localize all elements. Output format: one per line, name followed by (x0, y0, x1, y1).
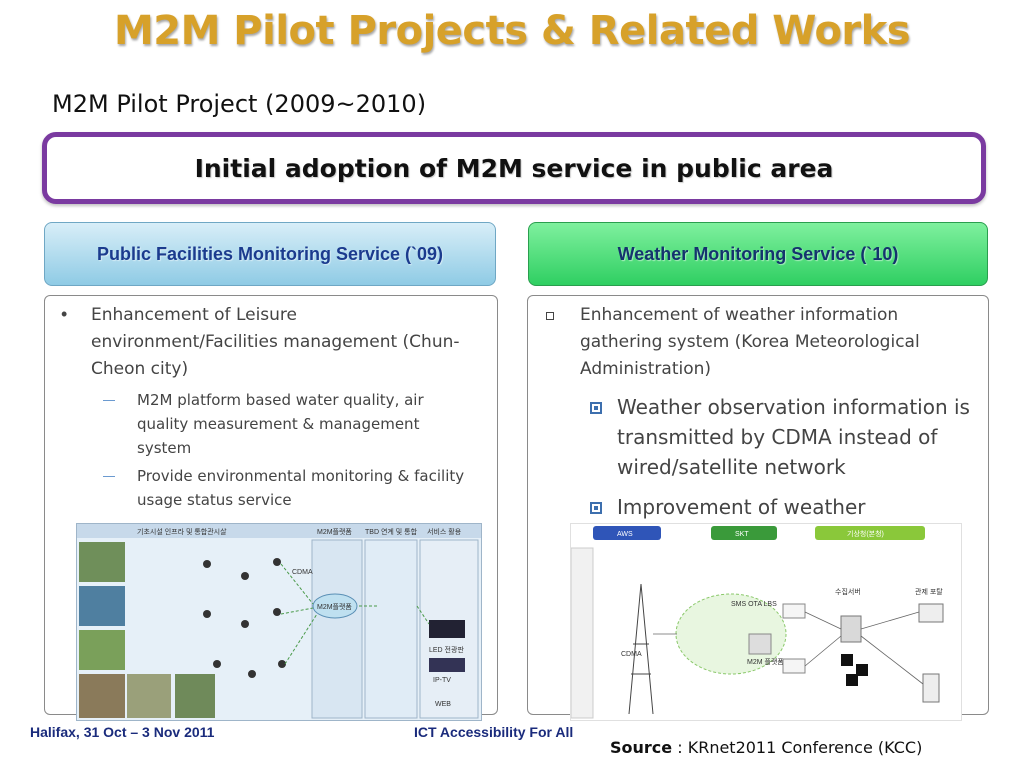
slide-title: M2M Pilot Projects & Related Works (113, 8, 911, 54)
left-bullet-main: Enhancement of Leisure environment/Facil… (91, 305, 460, 379)
diagram-iptv-label: IP-TV (433, 677, 451, 684)
diagram-portal-label: 관제 포탈 (915, 587, 943, 596)
diagram-center-label: M2M플랫폼 (317, 602, 352, 611)
diagram-server-label: 수집서버 (835, 587, 861, 596)
right-sub2: Improvement of weather (617, 495, 866, 519)
dash-marker (103, 400, 115, 401)
diagram-m2m-label: M2M 플랫폼 (747, 657, 784, 666)
diagram-cdma-label: CDMA (621, 651, 642, 658)
right-bullet-main: Enhancement of weather information gathe… (580, 305, 920, 379)
footer-tagline: ICT Accessibility For All (414, 724, 574, 740)
diagram-band-skt: SKT (735, 531, 749, 538)
diagram-header-3: TBD 연계 및 통합 (365, 527, 418, 536)
tab-public-facilities: Public Facilities Monitoring Service (`0… (44, 222, 496, 286)
square-bullet-icon (546, 312, 554, 320)
diagram-band-kma: 기상청(본청) (847, 529, 884, 538)
left-sub2: Provide environmental monitoring & facil… (137, 467, 465, 509)
banner: Initial adoption of M2M service in publi… (42, 132, 986, 204)
diagram-sms-label: SMS OTA LBS (731, 601, 777, 608)
diagram-web-label: WEB (435, 701, 451, 708)
diagram-header-1: 기초시설 인프라 및 통합관시살 (137, 527, 227, 536)
tab-weather: Weather Monitoring Service (`10) (528, 222, 988, 286)
diagram-cdma-label: CDMA (292, 569, 313, 576)
diagram-band-aws: AWS (617, 531, 633, 538)
diagram-header-2: M2M플랫폼 (317, 527, 352, 536)
source-text: KRnet2011 Conference (KCC) (687, 738, 923, 757)
slide-subtitle: M2M Pilot Project (2009~2010) (52, 90, 427, 118)
diagram-graphic: 기초시설 인프라 및 통합관시살 M2M플랫폼 TBD 연계 및 통합 서비스 … (77, 524, 481, 719)
diagram-graphic: AWS SKT 기상청(본청) CDMA SMS OTA LBS M2M 플랫폼… (571, 526, 944, 719)
banner-text: Initial adoption of M2M service in publi… (194, 153, 834, 183)
right-sub1: Weather observation information is trans… (617, 395, 970, 479)
left-sub1: M2M platform based water quality, air qu… (137, 391, 424, 457)
square-bullet-icon (590, 502, 602, 514)
diagram-header-4: 서비스 활용 (427, 527, 462, 536)
bullet-dot: • (61, 304, 68, 324)
square-bullet-icon (590, 402, 602, 414)
public-facilities-diagram: 기초시설 인프라 및 통합관시살 M2M플랫폼 TBD 연계 및 통합 서비스 … (76, 523, 482, 721)
diagram-led-label: LED 전광판 (429, 645, 464, 654)
dash-marker (103, 476, 115, 477)
weather-monitoring-diagram: AWS SKT 기상청(본청) CDMA SMS OTA LBS M2M 플랫폼… (570, 523, 962, 721)
source-label: Source (610, 738, 673, 757)
source-separator: : (672, 738, 688, 757)
footer-location: Halifax, 31 Oct – 3 Nov 2011 (30, 724, 215, 740)
source-note: Source : KRnet2011 Conference (KCC) (610, 738, 922, 757)
